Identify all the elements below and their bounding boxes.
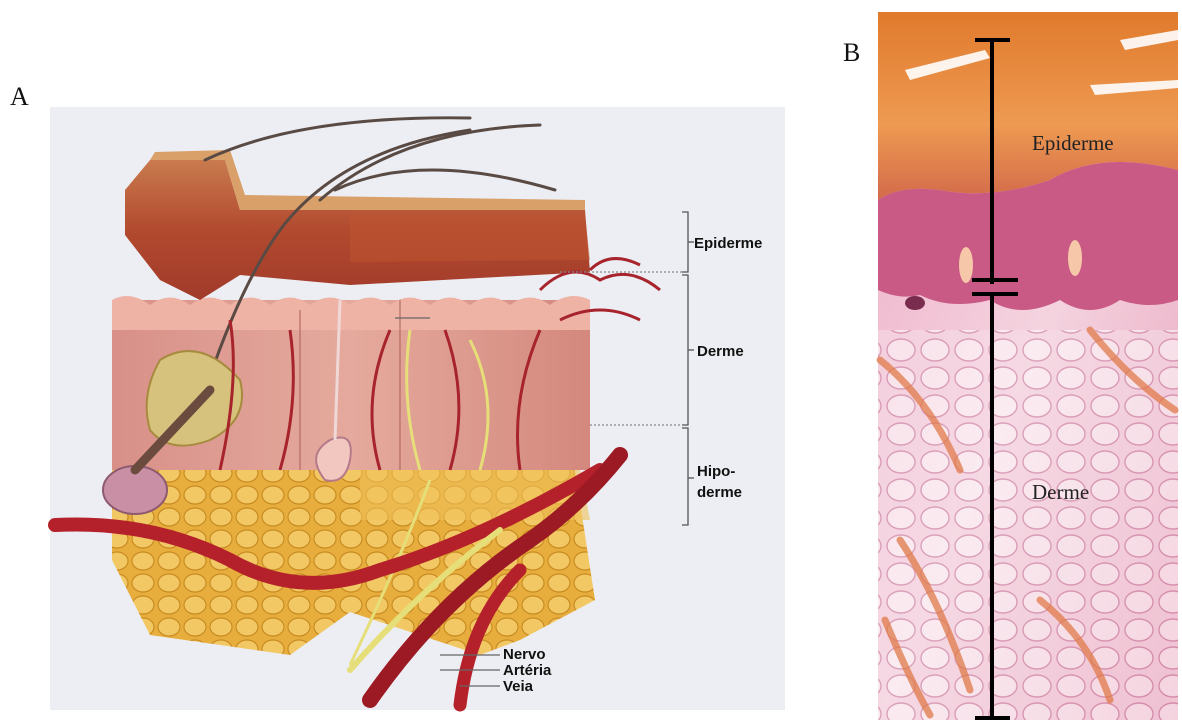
dermis-connective-tissue — [878, 330, 1178, 720]
label-derme-a: Derme — [697, 343, 744, 360]
epidermal-papilla — [1068, 240, 1082, 276]
label-veia: Veia — [503, 678, 534, 695]
label-hipoderme-line2: derme — [697, 484, 742, 501]
basal-cell — [905, 296, 925, 310]
label-derme-b: Derme — [1032, 480, 1089, 504]
panel-b-micrograph: Epiderme Derme — [878, 12, 1178, 720]
label-epiderme-b: Epiderme — [1032, 131, 1114, 155]
label-hipoderme-line1: Hipo- — [697, 463, 735, 480]
epidermal-papilla — [959, 247, 973, 283]
label-arteria: Artéria — [503, 662, 552, 679]
panel-a-illustration: Epiderme Derme Hipo- derme Nervo Artéria… — [50, 107, 785, 710]
label-nervo: Nervo — [503, 646, 546, 663]
label-epiderme-a: Epiderme — [694, 235, 762, 252]
